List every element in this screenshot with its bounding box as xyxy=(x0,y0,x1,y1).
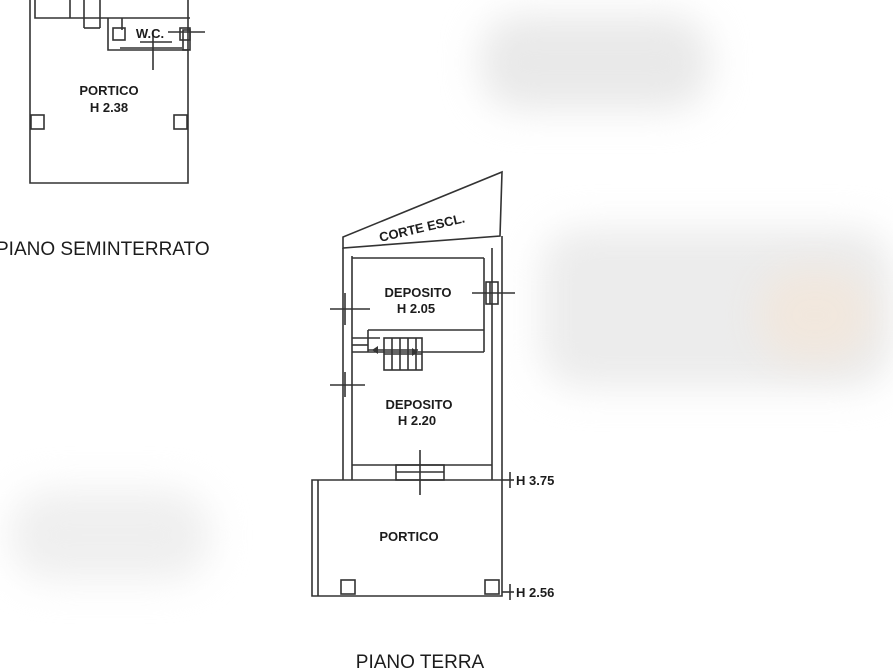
deposito-2-height: H 2.20 xyxy=(398,413,436,428)
deposito-1-height: H 2.05 xyxy=(397,301,435,316)
ground-portico-label: PORTICO xyxy=(379,529,438,544)
level-label-bottom: H 2.56 xyxy=(516,585,554,600)
blurred-area-top xyxy=(480,15,710,110)
level-label-top: H 3.75 xyxy=(516,473,554,488)
ground-floor-walls xyxy=(311,170,515,600)
semi-basement-title: PIANO SEMINTERRATO xyxy=(0,239,210,260)
wc-label: W.C. xyxy=(136,26,164,41)
deposito-2-label: DEPOSITO xyxy=(386,397,453,412)
ground-floor-title: PIANO TERRA xyxy=(356,652,485,670)
semi-portico-label: PORTICO xyxy=(79,83,138,98)
blurred-area-left xyxy=(10,490,210,580)
blurred-area-right-accent xyxy=(760,270,870,360)
deposito-1-label: DEPOSITO xyxy=(385,285,452,300)
semi-basement-walls xyxy=(29,0,205,184)
semi-portico-height: H 2.38 xyxy=(90,100,128,115)
